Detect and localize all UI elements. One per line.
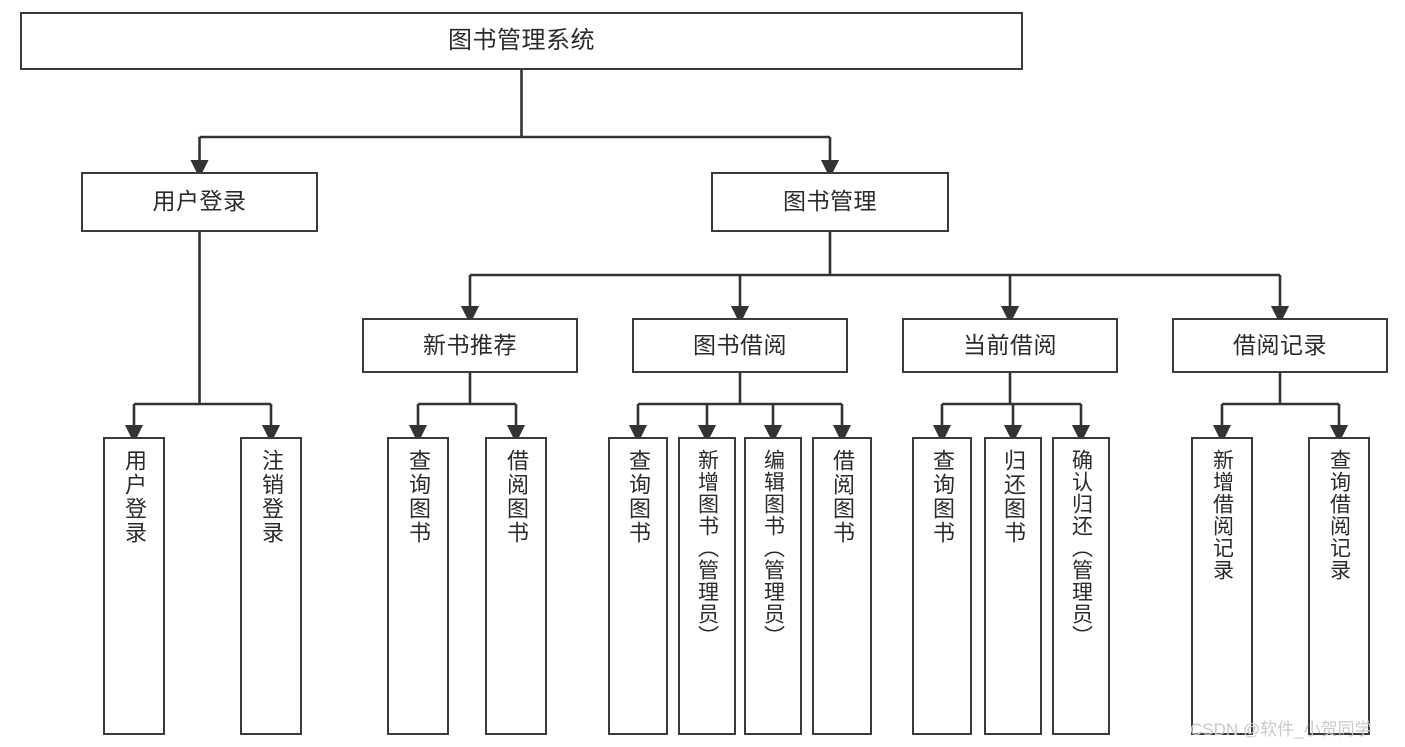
node-current-borrow-label: 当前借阅 xyxy=(963,331,1057,358)
node-root-label: 图书管理系统 xyxy=(448,26,595,54)
node-borrow-record[interactable]: 借阅记录 xyxy=(1172,318,1388,373)
node-book-manage-label: 图书管理 xyxy=(783,188,877,215)
node-new-book-recommend-label: 新书推荐 xyxy=(423,331,517,358)
node-book-borrow[interactable]: 图书借阅 xyxy=(632,318,848,373)
node-leaf-query-book-rec[interactable]: 查询图书 xyxy=(387,437,449,735)
node-leaf-logout[interactable]: 注销登录 xyxy=(240,437,302,735)
node-leaf-add-borrow-record-label: 新增借阅记录 xyxy=(1210,449,1234,581)
node-leaf-borrow-book-label: 借阅图书 xyxy=(830,449,855,545)
node-leaf-query-book-rec-label: 查询图书 xyxy=(406,449,431,545)
node-leaf-user-login-label: 用户登录 xyxy=(122,449,147,545)
node-leaf-query-book-cur[interactable]: 查询图书 xyxy=(912,437,972,735)
node-leaf-return-book[interactable]: 归还图书 xyxy=(984,437,1042,735)
node-leaf-user-login[interactable]: 用户登录 xyxy=(103,437,165,735)
node-user-login-label: 用户登录 xyxy=(152,188,247,215)
node-leaf-borrow-book-rec-label: 借阅图书 xyxy=(504,449,529,545)
csdn-watermark: CSDN @软件_小贺同学 xyxy=(1190,720,1372,739)
node-leaf-edit-book-label: 编辑图书（管理员） xyxy=(761,449,785,647)
node-book-manage[interactable]: 图书管理 xyxy=(711,172,949,232)
node-leaf-add-book-label: 新增图书（管理员） xyxy=(695,449,719,647)
node-leaf-confirm-return[interactable]: 确认归还（管理员） xyxy=(1052,437,1110,735)
node-leaf-query-borrow-record[interactable]: 查询借阅记录 xyxy=(1308,437,1370,735)
node-leaf-query-book-borrow[interactable]: 查询图书 xyxy=(608,437,668,735)
node-book-borrow-label: 图书借阅 xyxy=(693,331,787,358)
node-leaf-logout-label: 注销登录 xyxy=(259,449,284,545)
node-leaf-borrow-book-rec[interactable]: 借阅图书 xyxy=(485,437,547,735)
node-borrow-record-label: 借阅记录 xyxy=(1233,331,1327,358)
node-new-book-recommend[interactable]: 新书推荐 xyxy=(362,318,578,373)
node-leaf-query-book-borrow-label: 查询图书 xyxy=(626,449,651,545)
node-root[interactable]: 图书管理系统 xyxy=(20,12,1023,70)
node-leaf-confirm-return-label: 确认归还（管理员） xyxy=(1069,449,1093,647)
node-user-login[interactable]: 用户登录 xyxy=(81,172,318,232)
edges-group xyxy=(124,70,1349,444)
node-leaf-edit-book[interactable]: 编辑图书（管理员） xyxy=(744,437,802,735)
node-leaf-borrow-book[interactable]: 借阅图书 xyxy=(812,437,872,735)
node-leaf-query-borrow-record-label: 查询借阅记录 xyxy=(1327,449,1351,581)
node-leaf-add-borrow-record[interactable]: 新增借阅记录 xyxy=(1191,437,1253,735)
node-leaf-add-book[interactable]: 新增图书（管理员） xyxy=(678,437,736,735)
node-current-borrow[interactable]: 当前借阅 xyxy=(902,318,1118,373)
node-leaf-query-book-cur-label: 查询图书 xyxy=(930,449,955,545)
node-leaf-return-book-label: 归还图书 xyxy=(1001,449,1026,545)
